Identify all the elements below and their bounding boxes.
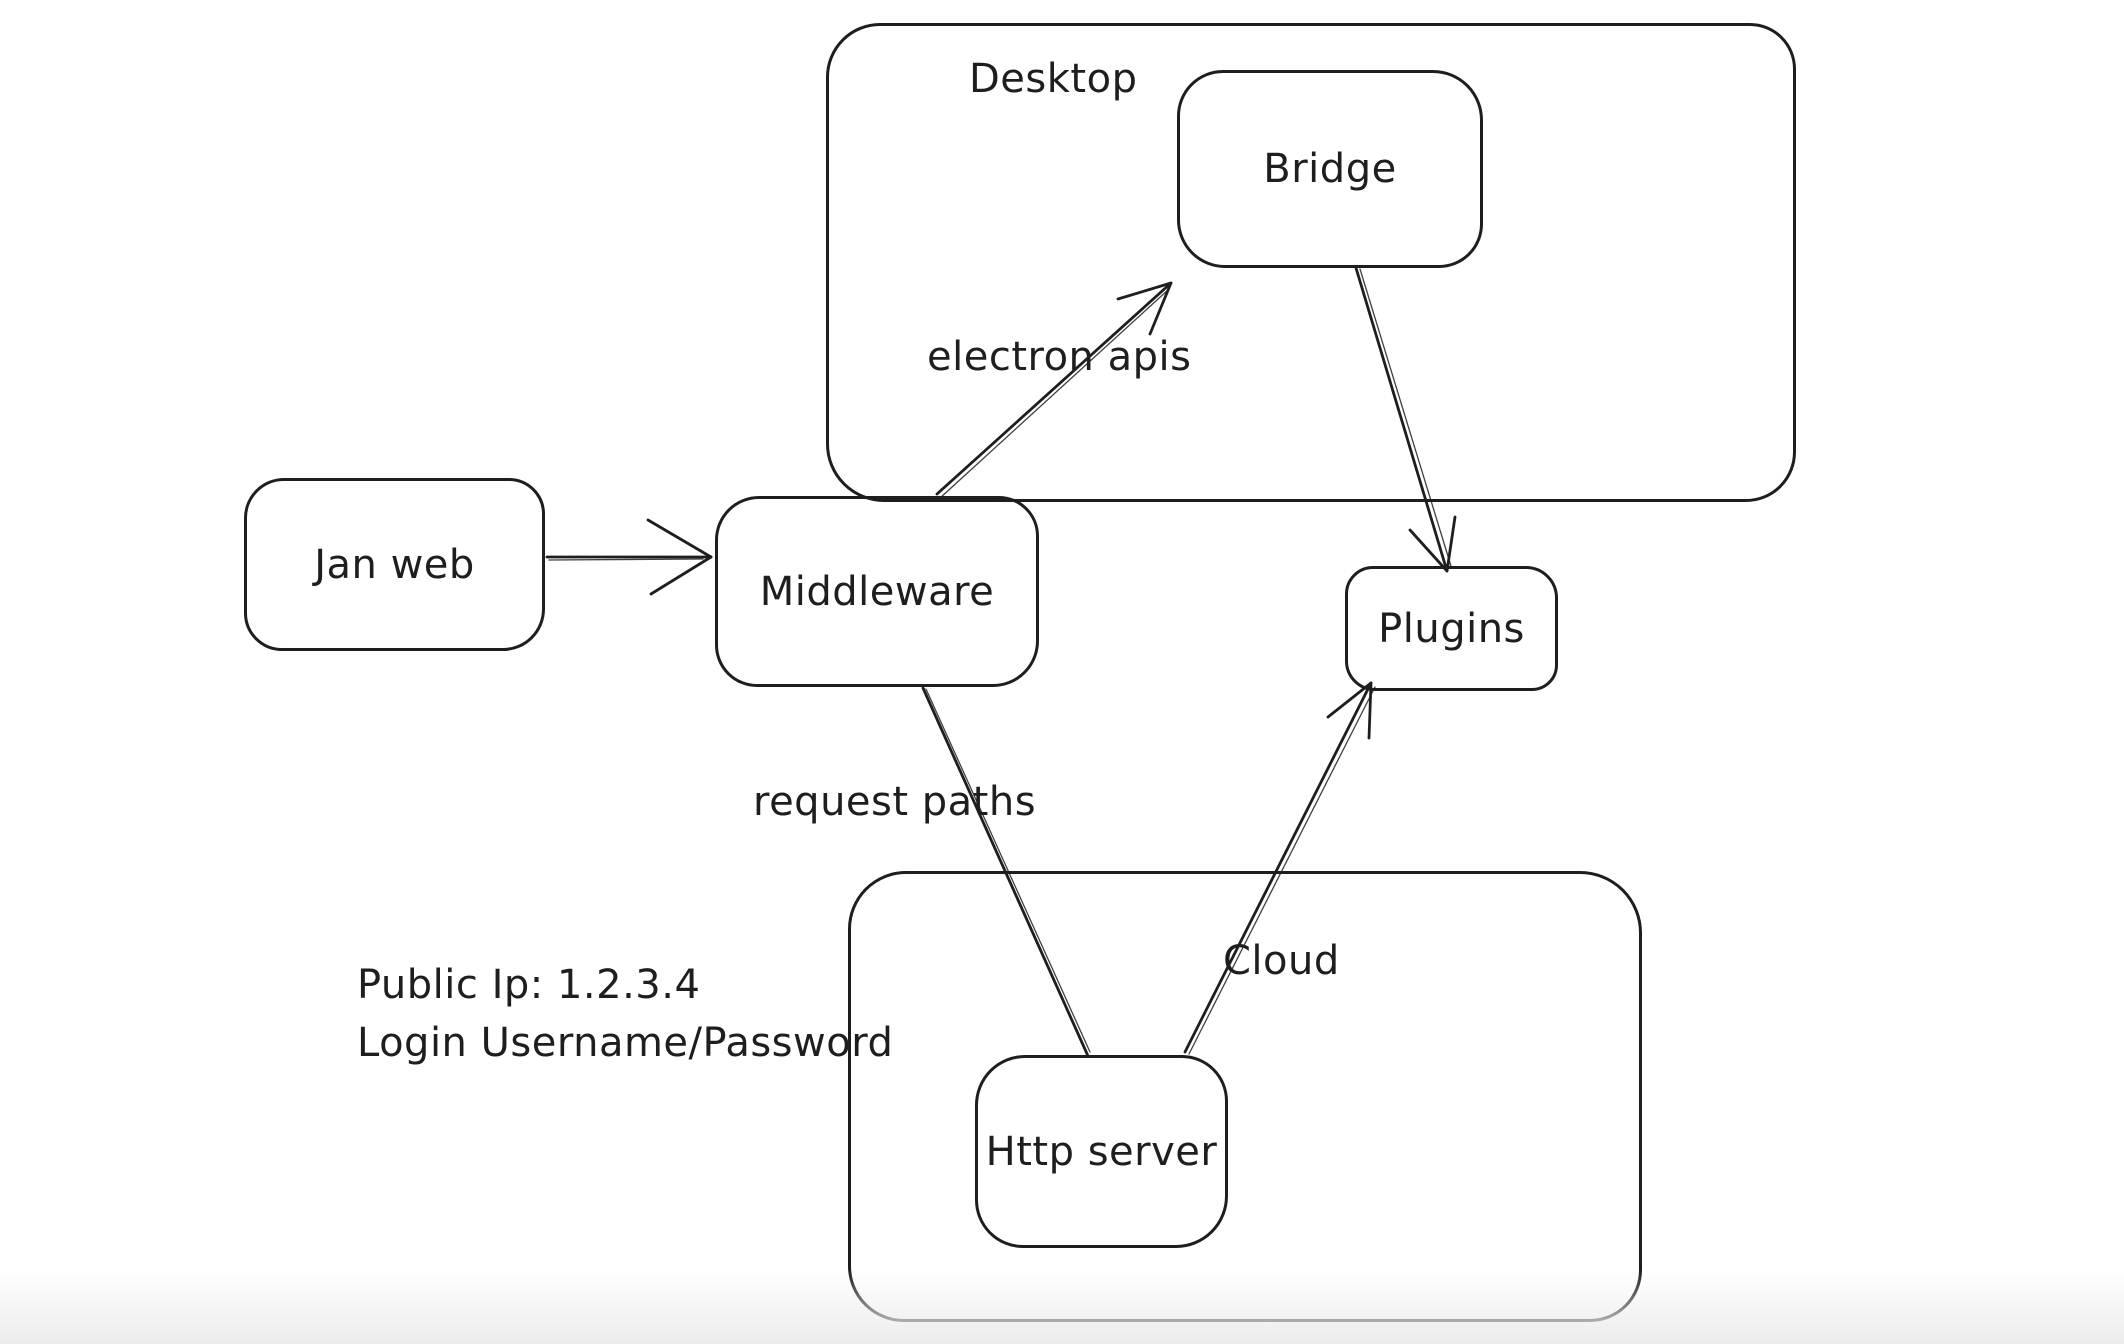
- middleware-label: Middleware: [759, 568, 995, 615]
- middleware-node[interactable]: Middleware: [715, 496, 1039, 687]
- http-server-node[interactable]: Http server: [975, 1055, 1228, 1248]
- note-line-public-ip: Public Ip: 1.2.3.4: [357, 962, 701, 1008]
- bridge-node[interactable]: Bridge: [1177, 70, 1483, 268]
- cloud-container-label: Cloud: [1223, 938, 1340, 984]
- plugins-node[interactable]: Plugins: [1345, 566, 1558, 691]
- jan-web-node[interactable]: Jan web: [244, 478, 545, 651]
- plugins-label: Plugins: [1378, 605, 1525, 652]
- electron-apis-edge-label[interactable]: electron apis: [927, 334, 1192, 380]
- desktop-container-label: Desktop: [969, 56, 1138, 102]
- cloud-container-box[interactable]: Cloud: [848, 871, 1642, 1322]
- arrow-janweb-to-middleware[interactable]: [545, 518, 713, 596]
- jan-web-label: Jan web: [314, 541, 475, 588]
- public-ip-note[interactable]: Public Ip: 1.2.3.4 Login Username/Passwo…: [357, 956, 893, 1072]
- http-server-label: Http server: [985, 1128, 1218, 1175]
- request-paths-edge-label[interactable]: request paths: [753, 779, 1037, 825]
- note-line-login: Login Username/Password: [357, 1020, 894, 1066]
- bridge-label: Bridge: [1263, 146, 1397, 192]
- desktop-container-box[interactable]: Desktop: [826, 23, 1796, 502]
